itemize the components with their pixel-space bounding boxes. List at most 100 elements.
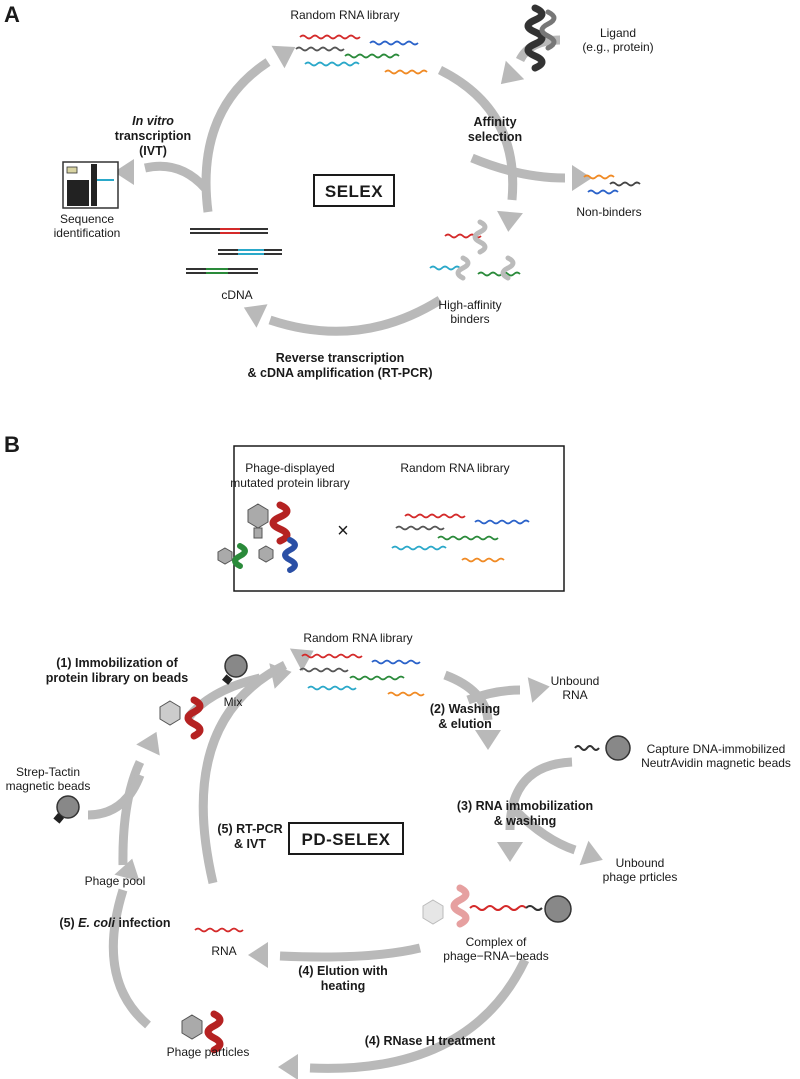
complex-icon	[422, 884, 572, 928]
unbound-phage-arrow	[511, 806, 577, 855]
heat-elution-arrow-head	[248, 942, 268, 968]
box-times: ×	[337, 520, 349, 542]
b-rna-library	[299, 653, 425, 697]
box-phage-label-2: mutated protein library	[230, 476, 349, 490]
unbound-phage-arrow-head	[579, 840, 608, 873]
step5e-label: (5) E. coli infection	[59, 916, 170, 930]
rt-arrow	[268, 296, 443, 336]
ivt-label-2: transcription	[115, 129, 191, 143]
step1-label-1: (1) Immobilization of	[56, 656, 178, 670]
pd-selex-label: PD-SELEX	[301, 830, 390, 849]
affinity-arrow	[437, 65, 518, 201]
rna-strand-green	[344, 53, 400, 59]
unbound-rna-label-2: RNA	[562, 688, 587, 702]
unbound-rna-label-1: Unbound	[551, 674, 600, 688]
panel-b: B Phage-displayed mutated protein librar…	[4, 432, 791, 1079]
rt-label-1: Reverse transcription	[276, 351, 405, 365]
rna-strand-black	[295, 46, 345, 52]
cdna-icon	[186, 228, 282, 274]
selex-label: SELEX	[325, 182, 383, 201]
step2-label-1: (2) Washing	[430, 702, 500, 716]
pool-arrow	[118, 760, 145, 866]
seq-label-1: Sequence	[60, 212, 114, 226]
capture-bead-icon	[574, 735, 631, 761]
affinity-label-2: selection	[468, 130, 522, 144]
panel-a: A Random RNA library	[4, 2, 654, 380]
ligand-label-1: Ligand	[600, 26, 636, 40]
unbound-rna-arrow	[466, 685, 521, 705]
complex-label-1: Complex of	[466, 935, 527, 949]
step5r-label-2: & IVT	[234, 837, 266, 851]
step4h-label-2: heating	[321, 979, 365, 993]
panel-b-cycle-arrows	[87, 639, 608, 1079]
unbound-rna-arrow-head	[527, 673, 552, 703]
ivt-arrow-head	[271, 35, 302, 69]
nonbinder-rna	[583, 174, 641, 195]
nonbinder-arrow	[470, 153, 566, 183]
cdna-label: cDNA	[221, 288, 252, 302]
strep-label-2: magnetic beads	[6, 779, 91, 793]
strep-bead-icon	[53, 795, 80, 824]
panel-a-letter: A	[4, 2, 20, 27]
affinity-label-1: Affinity	[473, 115, 516, 129]
capture-label-2: NeutrAvidin magnetic beads	[641, 756, 791, 770]
infection-arrow	[108, 888, 151, 1029]
heat-elution-arrow	[279, 943, 422, 962]
step3-label-2: & washing	[494, 814, 557, 828]
a-random-library-label: Random RNA library	[290, 8, 399, 22]
panel-a-cycle-arrows	[114, 35, 592, 336]
b-random-library-label: Random RNA library	[303, 631, 412, 645]
ivt-arrow	[201, 58, 271, 213]
seq-arrow	[143, 161, 209, 192]
rna-strand-red	[299, 34, 361, 40]
rtpcr-arrow	[198, 660, 288, 885]
nonbinders-label: Non-binders	[576, 205, 641, 219]
high-affinity-binders-icon	[429, 219, 521, 281]
phage-particles-label: Phage particles	[167, 1045, 250, 1059]
box-random-label: Random RNA library	[400, 461, 509, 475]
rnaseh-arrow	[309, 958, 530, 1073]
phage-particles-icon	[181, 1010, 224, 1054]
phage-pool-label: Phage pool	[85, 874, 146, 888]
highaff-label-1: High-affinity	[438, 298, 501, 312]
ivt-label-3: (IVT)	[139, 144, 167, 158]
rna-strand-orange	[384, 69, 428, 75]
step1-label-2: protein library on beads	[46, 671, 188, 685]
rt-label-2: & cDNA amplification (RT-PCR)	[248, 366, 433, 380]
step5r-label-1: (5) RT-PCR	[217, 822, 282, 836]
box-rna-library	[391, 513, 530, 563]
capture-arrow-head	[497, 842, 523, 862]
pool-arrow-head	[136, 726, 169, 756]
strep-arrow	[87, 773, 145, 820]
capture-arrow	[505, 757, 573, 831]
ivt-label-1: In vitro	[132, 114, 174, 128]
eluted-rna-icon	[194, 927, 244, 933]
library-box	[233, 445, 565, 592]
nonbinder-arrow-head	[572, 165, 592, 191]
ligand-arrow-head	[491, 60, 525, 94]
affinity-arrow-head	[495, 210, 523, 234]
ligand-protein-icon	[524, 4, 557, 72]
strep-label-1: Strep-Tactin	[16, 765, 80, 779]
sequencer-icon	[62, 161, 119, 209]
rna-strand-cyan	[304, 61, 360, 67]
ligand-label-2: (e.g., protein)	[582, 40, 653, 54]
capture-label-1: Capture DNA-immobilized	[647, 742, 786, 756]
rna-label: RNA	[211, 944, 236, 958]
phage-library-icon	[217, 501, 298, 573]
step4r-label: (4) RNase H treatment	[365, 1034, 496, 1048]
seq-label-2: identification	[54, 226, 121, 240]
wash-arrow-head	[475, 730, 501, 750]
pd-selex-box	[288, 822, 404, 855]
step2-label-2: & elution	[438, 717, 491, 731]
rna-strand-blue	[369, 40, 419, 46]
unbound-phage-label-2: phage prticles	[603, 870, 678, 884]
mix-label: Mix	[224, 695, 243, 709]
step4h-label-1: (4) Elution with	[298, 964, 388, 978]
immobilized-phage-icon	[159, 654, 248, 740]
selex-box	[313, 174, 395, 207]
a-rna-library	[295, 34, 428, 75]
panel-b-letter: B	[4, 432, 20, 457]
highaff-label-2: binders	[450, 312, 489, 326]
